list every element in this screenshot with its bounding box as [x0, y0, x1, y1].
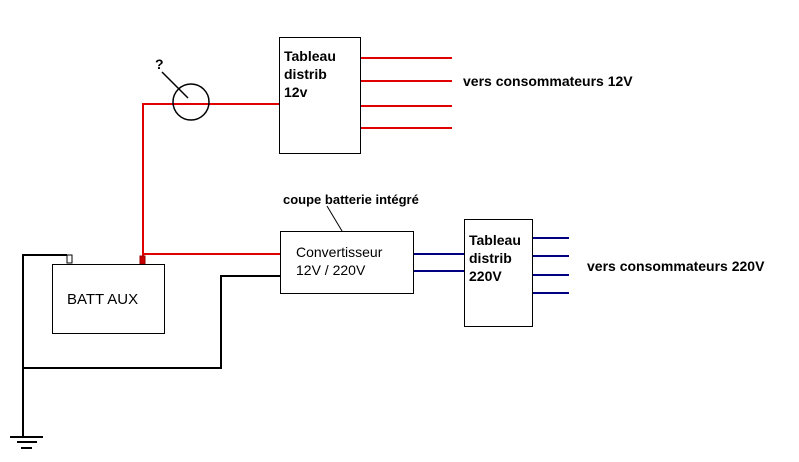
battery-label: BATT AUX	[67, 291, 139, 308]
wires-220v	[413, 237, 569, 294]
tableau-12v-box: Tableau distrib 12v	[279, 37, 361, 154]
tableau-220v-line1: Tableau	[469, 232, 521, 248]
fuse-circle-icon	[161, 71, 210, 121]
tableau-220v-box: Tableau distrib 220V	[464, 219, 533, 327]
wires-ground	[22, 254, 280, 436]
battery-box: BATT AUX	[52, 264, 165, 334]
wire-batt-to-tableau-12v	[142, 103, 279, 258]
battery-negative-terminal	[66, 254, 73, 264]
converter-note-label: coupe batterie intégré	[283, 192, 419, 207]
consumers-12v-label: vers consommateurs 12V	[463, 73, 633, 89]
battery-positive-terminal	[139, 255, 146, 265]
tableau-220v-line3: 220V	[469, 268, 502, 284]
tableau-12v-line2: distrib	[284, 66, 327, 82]
wire-converter-to-ground	[23, 275, 280, 369]
tableau-12v-line1: Tableau	[284, 48, 336, 64]
tableau-220v-line2: distrib	[469, 250, 512, 266]
fuse-question-mark: ?	[155, 56, 164, 72]
consumers-220v-label: vers consommateurs 220V	[587, 258, 765, 274]
wire-batt-neg-to-ground	[22, 254, 67, 436]
converter-line2: 12V / 220V	[296, 262, 366, 278]
tableau-12v-line3: 12v	[284, 84, 308, 100]
ground-icon	[10, 436, 43, 449]
converter-box: Convertisseur 12V / 220V	[280, 231, 414, 294]
wires-12v	[142, 57, 452, 258]
converter-line1: Convertisseur	[296, 244, 383, 260]
